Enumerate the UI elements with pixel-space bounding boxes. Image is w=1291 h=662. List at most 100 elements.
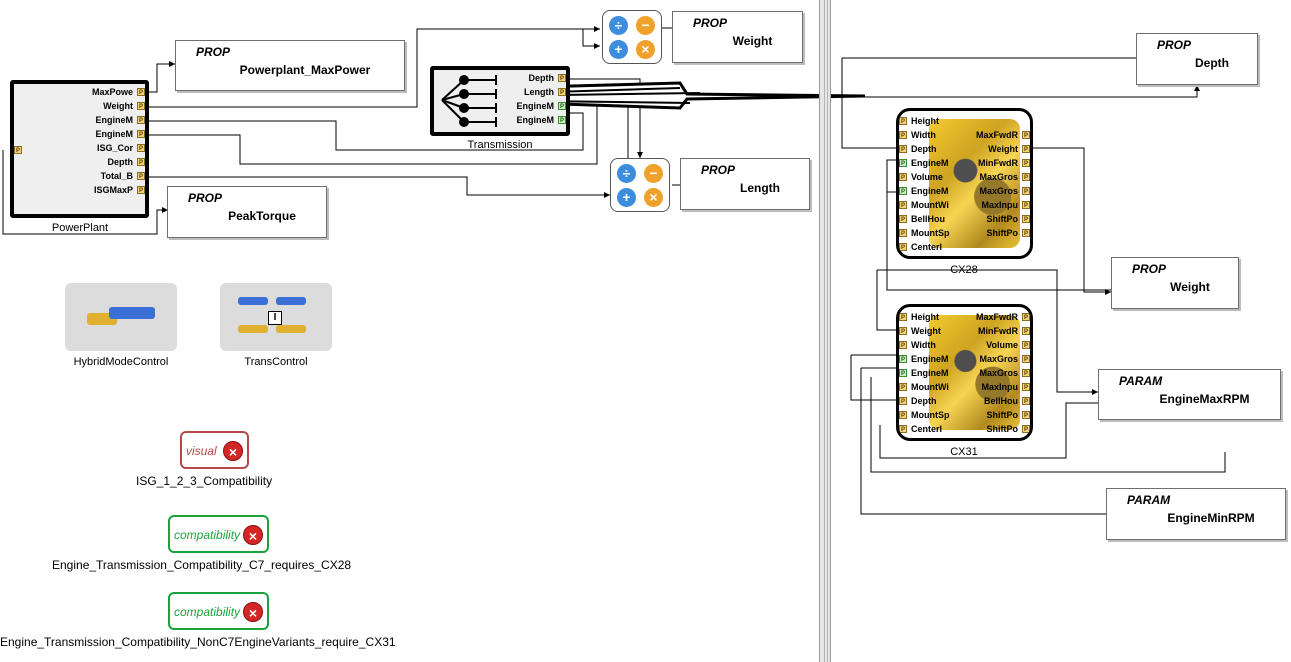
port-connector[interactable]: P — [558, 116, 566, 124]
port-connector[interactable]: P — [899, 369, 907, 377]
port-label: EngineM — [516, 101, 555, 111]
port-connector[interactable]: P — [137, 130, 145, 138]
port-connector[interactable]: P — [899, 229, 907, 237]
divide-icon[interactable]: ÷ — [609, 16, 628, 35]
port-label: MaxGros — [979, 186, 1018, 196]
port-connector[interactable]: P — [899, 131, 907, 139]
prop-kind: PROP — [196, 45, 231, 59]
port-connector[interactable]: P — [1022, 229, 1030, 237]
port-connector[interactable]: P — [1022, 341, 1030, 349]
port-connector[interactable]: P — [899, 215, 907, 223]
port-connector[interactable]: P — [137, 186, 145, 194]
port-connector[interactable]: P — [1022, 145, 1030, 153]
prop-powerplant-maxpower[interactable]: PROP Powerplant_MaxPower — [175, 40, 405, 91]
reject-icon[interactable]: × — [243, 525, 263, 545]
hybrid-mode-control-tile[interactable] — [65, 283, 177, 351]
port-label: MinFwdR — [978, 158, 1018, 168]
minus-icon[interactable]: − — [644, 164, 663, 183]
port-connector[interactable]: P — [1022, 425, 1030, 433]
port-label: MountSp — [911, 410, 950, 420]
port-connector[interactable]: P — [899, 187, 907, 195]
puzzle-icon — [276, 325, 306, 333]
rule-compatibility-c7[interactable]: compatibility × — [168, 515, 269, 553]
port-connector[interactable]: P — [137, 144, 145, 152]
times-icon[interactable]: × — [644, 188, 663, 207]
plus-icon[interactable]: + — [617, 188, 636, 207]
port-connector[interactable]: P — [558, 102, 566, 110]
port-connector[interactable]: P — [1022, 313, 1030, 321]
port-label: MaxPowe — [91, 87, 133, 97]
port-label: ShiftPo — [986, 214, 1019, 224]
rule-visual[interactable]: visual × — [180, 431, 249, 469]
operator-group-length[interactable]: ÷ − + × — [610, 158, 670, 212]
plus-icon[interactable]: + — [609, 40, 628, 59]
port-connector[interactable]: P — [1022, 215, 1030, 223]
param-engine-min-rpm[interactable]: PARAM EngineMinRPM — [1106, 488, 1286, 540]
prop-length[interactable]: PROP Length — [680, 158, 810, 210]
port-connector[interactable]: P — [899, 383, 907, 391]
rule-compatibility-nonc7[interactable]: compatibility × — [168, 592, 269, 630]
port-connector[interactable]: P — [1022, 369, 1030, 377]
port-label: EngineM — [516, 115, 555, 125]
port-label: MaxFwdR — [975, 312, 1018, 322]
port-label: MountWi — [911, 382, 949, 392]
port-label: EngineM — [911, 354, 949, 364]
port-connector[interactable]: P — [1022, 355, 1030, 363]
reject-icon[interactable]: × — [243, 602, 263, 622]
port-connector[interactable]: P — [899, 313, 907, 321]
puzzle-icon — [109, 307, 155, 319]
port-connector[interactable]: P — [1022, 131, 1030, 139]
port-connector[interactable]: P — [558, 74, 566, 82]
prop-peaktorque[interactable]: PROP PeakTorque — [167, 186, 327, 238]
port-label: Depth — [107, 157, 134, 167]
port-connector[interactable]: P — [899, 397, 907, 405]
port-connector[interactable]: P — [1022, 411, 1030, 419]
port-connector[interactable]: P — [137, 158, 145, 166]
port-connector[interactable]: P — [1022, 173, 1030, 181]
operator-group-weight[interactable]: ÷ − + × — [602, 10, 662, 64]
trans-control-tile[interactable]: I — [220, 283, 332, 351]
prop-depth[interactable]: PROP Depth — [1136, 33, 1258, 85]
port-connector[interactable]: P — [899, 411, 907, 419]
port-connector[interactable]: P — [899, 327, 907, 335]
port-connector[interactable]: P — [899, 425, 907, 433]
port-label: MaxInpu — [981, 382, 1018, 392]
splitter[interactable] — [819, 0, 831, 662]
port-connector[interactable]: P — [899, 341, 907, 349]
port-label: BellHou — [983, 396, 1018, 406]
port-connector[interactable]: P — [558, 88, 566, 96]
port-connector[interactable]: P — [899, 243, 907, 251]
reject-icon[interactable]: × — [223, 441, 243, 461]
port-connector[interactable]: P — [899, 117, 907, 125]
port-connector[interactable]: P — [1022, 187, 1030, 195]
minus-icon[interactable]: − — [636, 16, 655, 35]
port-connector[interactable]: P — [1022, 383, 1030, 391]
param-engine-max-rpm[interactable]: PARAM EngineMaxRPM — [1098, 369, 1281, 420]
port-connector[interactable]: P — [899, 173, 907, 181]
prop-weight-right[interactable]: PROP Weight — [1111, 257, 1239, 309]
port-connector[interactable]: P — [1022, 327, 1030, 335]
prop-weight[interactable]: PROP Weight — [672, 11, 803, 63]
transmission-caption: Transmission — [467, 139, 533, 151]
port-label: Depth — [911, 144, 937, 154]
port-connector[interactable]: P — [137, 102, 145, 110]
port-connector[interactable]: P — [137, 88, 145, 96]
port-connector[interactable]: P — [1022, 159, 1030, 167]
port-connector[interactable]: P — [899, 159, 907, 167]
port-connector[interactable]: P — [137, 172, 145, 180]
powerplant-input-port[interactable]: P — [14, 146, 22, 154]
port-connector[interactable]: P — [899, 201, 907, 209]
port-connector[interactable]: P — [1022, 397, 1030, 405]
port-connector[interactable]: P — [1022, 201, 1030, 209]
port-connector[interactable]: P — [899, 355, 907, 363]
port-connector[interactable]: P — [137, 116, 145, 124]
port-connector[interactable]: P — [899, 145, 907, 153]
divide-icon[interactable]: ÷ — [617, 164, 636, 183]
times-icon[interactable]: × — [636, 40, 655, 59]
text-cursor-icon: I — [268, 311, 282, 325]
rule-caption: ISG_1_2_3_Compatibility — [136, 474, 273, 488]
